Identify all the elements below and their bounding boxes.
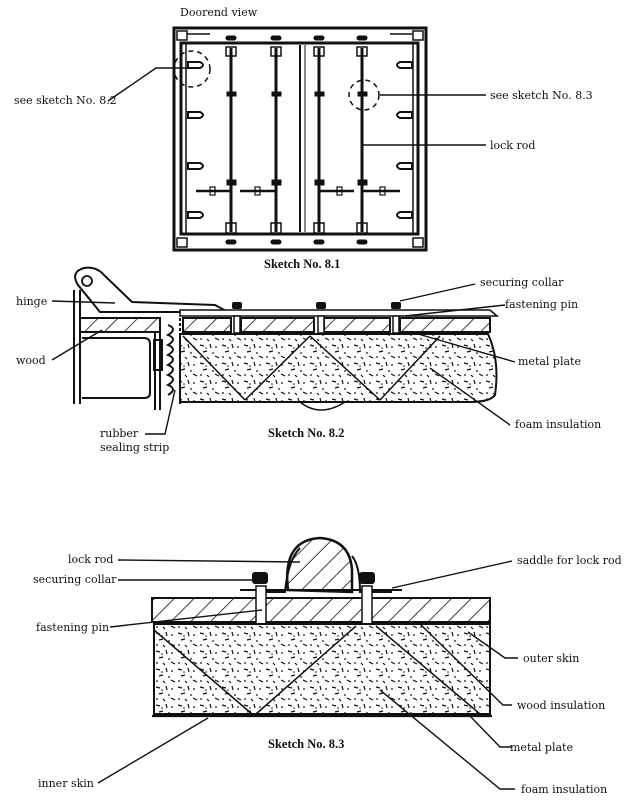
label-see-sketch-8-3: see sketch No. 8.3 — [490, 89, 593, 102]
door-frame — [172, 26, 428, 252]
caption-sketch-8-3: Sketch No. 8.3 — [268, 737, 344, 751]
label-outer-skin: outer skin — [523, 652, 579, 665]
sketch-8-3: lock rod securing collar fastening pin i… — [33, 536, 622, 796]
leader-lines-8-2 — [51, 283, 516, 435]
lock-rods — [196, 35, 400, 245]
label-securing-collar: securing collar — [480, 276, 564, 289]
label-foam-insulation-8-3: foam insulation — [521, 783, 607, 796]
label-metal-plate: metal plate — [518, 355, 581, 368]
label-lock-rod-8-3: lock rod — [68, 553, 113, 566]
saddle — [262, 547, 392, 593]
label-lock-rod: lock rod — [490, 139, 535, 152]
label-foam-insulation: foam insulation — [515, 418, 601, 431]
caption-sketch-8-2: Sketch No. 8.2 — [268, 426, 344, 440]
doorend-view-title: Doorend view — [180, 6, 258, 19]
door-hinges — [187, 61, 413, 219]
leader-lines-8-3 — [97, 559, 518, 790]
wood-strip — [79, 317, 161, 333]
label-sealing-strip: sealing strip — [100, 441, 169, 454]
label-fastening-pin: fastening pin — [505, 298, 578, 311]
sketch-8-1: Doorend view — [14, 6, 593, 271]
hinge-part — [74, 266, 229, 313]
label-fastening-pin-8-3: fastening pin — [36, 621, 109, 634]
label-hinge: hinge — [16, 295, 47, 308]
label-wood: wood — [16, 354, 46, 367]
label-wood-insulation: wood insulation — [517, 699, 605, 712]
lock-rod-profile — [285, 536, 354, 594]
leader-lines-8-1 — [107, 67, 486, 146]
sketch-8-2: hinge wood rubber sealing strip securing… — [16, 266, 601, 454]
label-metal-plate-8-3: metal plate — [510, 741, 573, 754]
label-rubber: rubber — [100, 427, 139, 440]
label-see-sketch-8-2: see sketch No. 8.2 — [14, 94, 117, 107]
label-inner-skin: inner skin — [38, 777, 94, 790]
detail-circles — [173, 50, 380, 111]
caption-sketch-8-1: Sketch No. 8.1 — [264, 257, 340, 271]
label-saddle: saddle for lock rod — [517, 554, 622, 567]
foam-body-8-2 — [179, 333, 498, 403]
foam-body-8-3 — [153, 623, 491, 715]
label-securing-collar-8-3: securing collar — [33, 573, 117, 586]
